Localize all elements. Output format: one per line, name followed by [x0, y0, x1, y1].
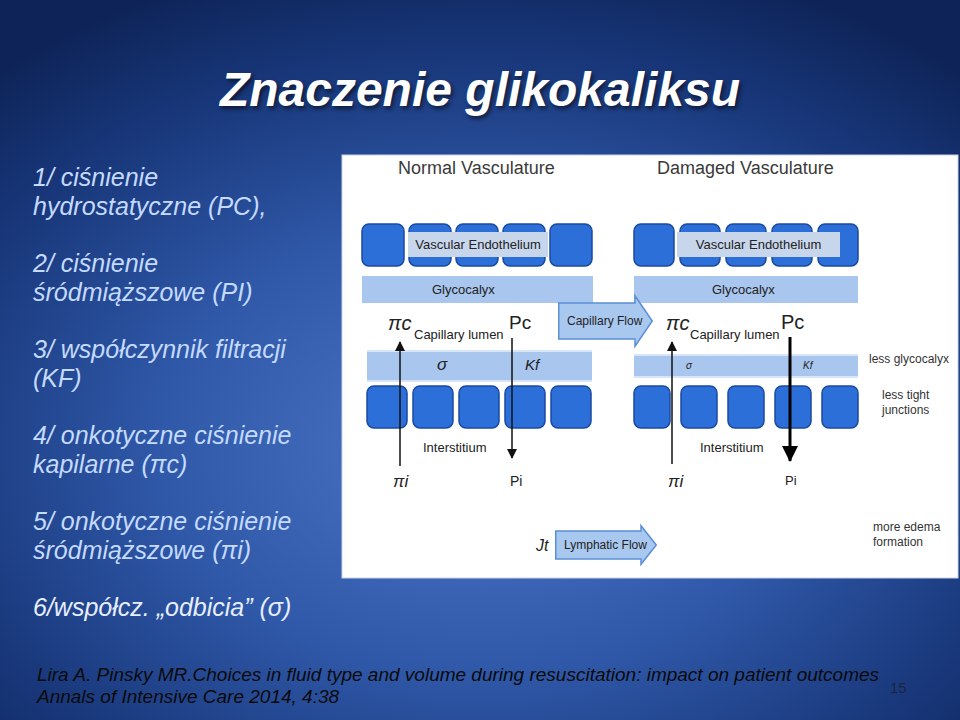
oncotic-arrow: [671, 342, 673, 464]
label-box: Pi: [510, 472, 522, 490]
arrow-outline: [556, 526, 657, 565]
label-box: Pc: [509, 311, 531, 334]
pressure-symbol: πi: [393, 471, 408, 492]
citation: Lira A. Pinsky MR.Choices in fluid type …: [37, 664, 882, 708]
label-box: Capillary lumen: [690, 326, 780, 343]
region-label: Interstitium: [423, 439, 487, 456]
node-text: Vascular Endothelium: [415, 237, 541, 253]
endothelial-cells-top: [362, 224, 858, 266]
node-text: Glycocalyx: [712, 282, 775, 298]
flow-arrow: Capillary Flow: [558, 295, 653, 347]
label-box: 2/ ciśnienie śródmiąższowe (PI): [33, 249, 323, 307]
layer-edge: [634, 376, 858, 378]
title-box: Znaczenie glikokaliksu: [0, 62, 960, 118]
glycocalyx-band: Glycocalyx: [634, 276, 858, 303]
node-text: Glycocalyx: [432, 282, 495, 298]
coefficient-symbol: σ: [686, 359, 692, 373]
list-item: 6/współcz. „odbicia” (σ): [33, 593, 353, 622]
annotation: more edema formation: [873, 520, 951, 550]
label-box: Pi: [785, 472, 797, 489]
label-box: πc: [388, 311, 411, 335]
label-box: Interstitium: [700, 439, 764, 456]
list-item: 3/ współczynnik filtracji (KF): [33, 335, 323, 393]
coefficient-symbol: Kf: [803, 359, 812, 373]
hydrostatic-arrow: [511, 338, 513, 458]
label-box: 3/ współczynnik filtracji (KF): [33, 335, 323, 393]
endothelium-box: Vascular Endothelium: [677, 232, 840, 257]
label-box: Capillary lumen: [414, 326, 504, 343]
glycocalyx-layer: [634, 354, 858, 378]
coefficient-symbol: Kf: [525, 355, 539, 374]
label-box: 6/współcz. „odbicia” (σ): [33, 593, 353, 622]
label-box: Normal Vasculature: [398, 157, 555, 179]
region-label: Capillary lumen: [414, 326, 504, 343]
label-box: 15: [890, 678, 907, 697]
label-box: Damaged Vasculature: [657, 157, 834, 179]
list-item: 2/ ciśnienie śródmiąższowe (PI): [33, 249, 323, 307]
panel-heading: Damaged Vasculature: [657, 157, 834, 179]
panel-heading: Normal Vasculature: [398, 157, 555, 179]
list-item: 4/ onkotyczne ciśnienie kapilarne (πc): [33, 421, 323, 479]
node-text: Lymphatic Flow: [564, 538, 647, 553]
label-box: 4/ onkotyczne ciśnienie kapilarne (πc): [33, 421, 323, 479]
endothelium-box: Vascular Endothelium: [408, 232, 548, 257]
pressure-symbol: Pc: [509, 311, 531, 334]
label-box: 1/ ciśnienie hydrostatyczne (PC),: [33, 163, 323, 221]
label-box: 5/ onkotyczne ciśnienie śródmiąższowe (π…: [33, 507, 323, 565]
list-item: 1/ ciśnienie hydrostatyczne (PC),: [33, 163, 323, 221]
pressure-symbol: πc: [388, 311, 411, 335]
oncotic-arrow: [399, 342, 401, 466]
label-box: Pc: [781, 310, 804, 334]
label-box: more edema formation: [873, 520, 951, 550]
list-item: 5/ onkotyczne ciśnienie śródmiąższowe (π…: [33, 507, 323, 565]
pressure-symbol: πi: [668, 471, 683, 492]
annotation: less glycocalyx: [869, 351, 949, 367]
label-box: less tight junctions: [882, 388, 954, 418]
glycocalyx-band: Glycocalyx: [362, 276, 593, 303]
annotation: less tight junctions: [882, 388, 954, 418]
layer-edge: [634, 354, 858, 356]
label-box: less glycocalyx: [869, 351, 949, 367]
region-label: Capillary lumen: [690, 326, 780, 343]
label-box: Interstitium: [423, 439, 487, 456]
pressure-symbol: Pc: [781, 310, 804, 334]
label-box: Jt: [536, 536, 548, 556]
citation-box: Lira A. Pinsky MR.Choices in fluid type …: [37, 664, 882, 708]
label-box: πi: [668, 471, 683, 492]
label-box: πi: [393, 471, 408, 492]
pressure-symbol: Pi: [510, 472, 522, 490]
page-number: 15: [890, 678, 907, 697]
figure-panel: [342, 155, 958, 578]
label-box: Kf: [803, 359, 812, 373]
pressure-symbol: Pi: [785, 472, 797, 489]
node-text: Vascular Endothelium: [696, 237, 822, 253]
label-box: πc: [666, 311, 689, 335]
arrow-outline: [559, 296, 653, 347]
pressure-symbol: πc: [666, 311, 689, 335]
label-box: σ: [686, 359, 692, 373]
coefficient-symbol: σ: [437, 354, 447, 375]
region-label: Interstitium: [700, 439, 764, 456]
flow-arrow: Lymphatic Flow: [555, 525, 657, 565]
flux-symbol: Jt: [536, 536, 548, 556]
label-box: Kf: [525, 355, 539, 374]
node-text: Capillary Flow: [567, 314, 642, 329]
slide-title: Znaczenie glikokaliksu: [220, 62, 740, 118]
endothelial-cells-bottom: [367, 386, 858, 428]
hydrostatic-arrow: [789, 337, 792, 461]
label-box: σ: [437, 354, 447, 375]
